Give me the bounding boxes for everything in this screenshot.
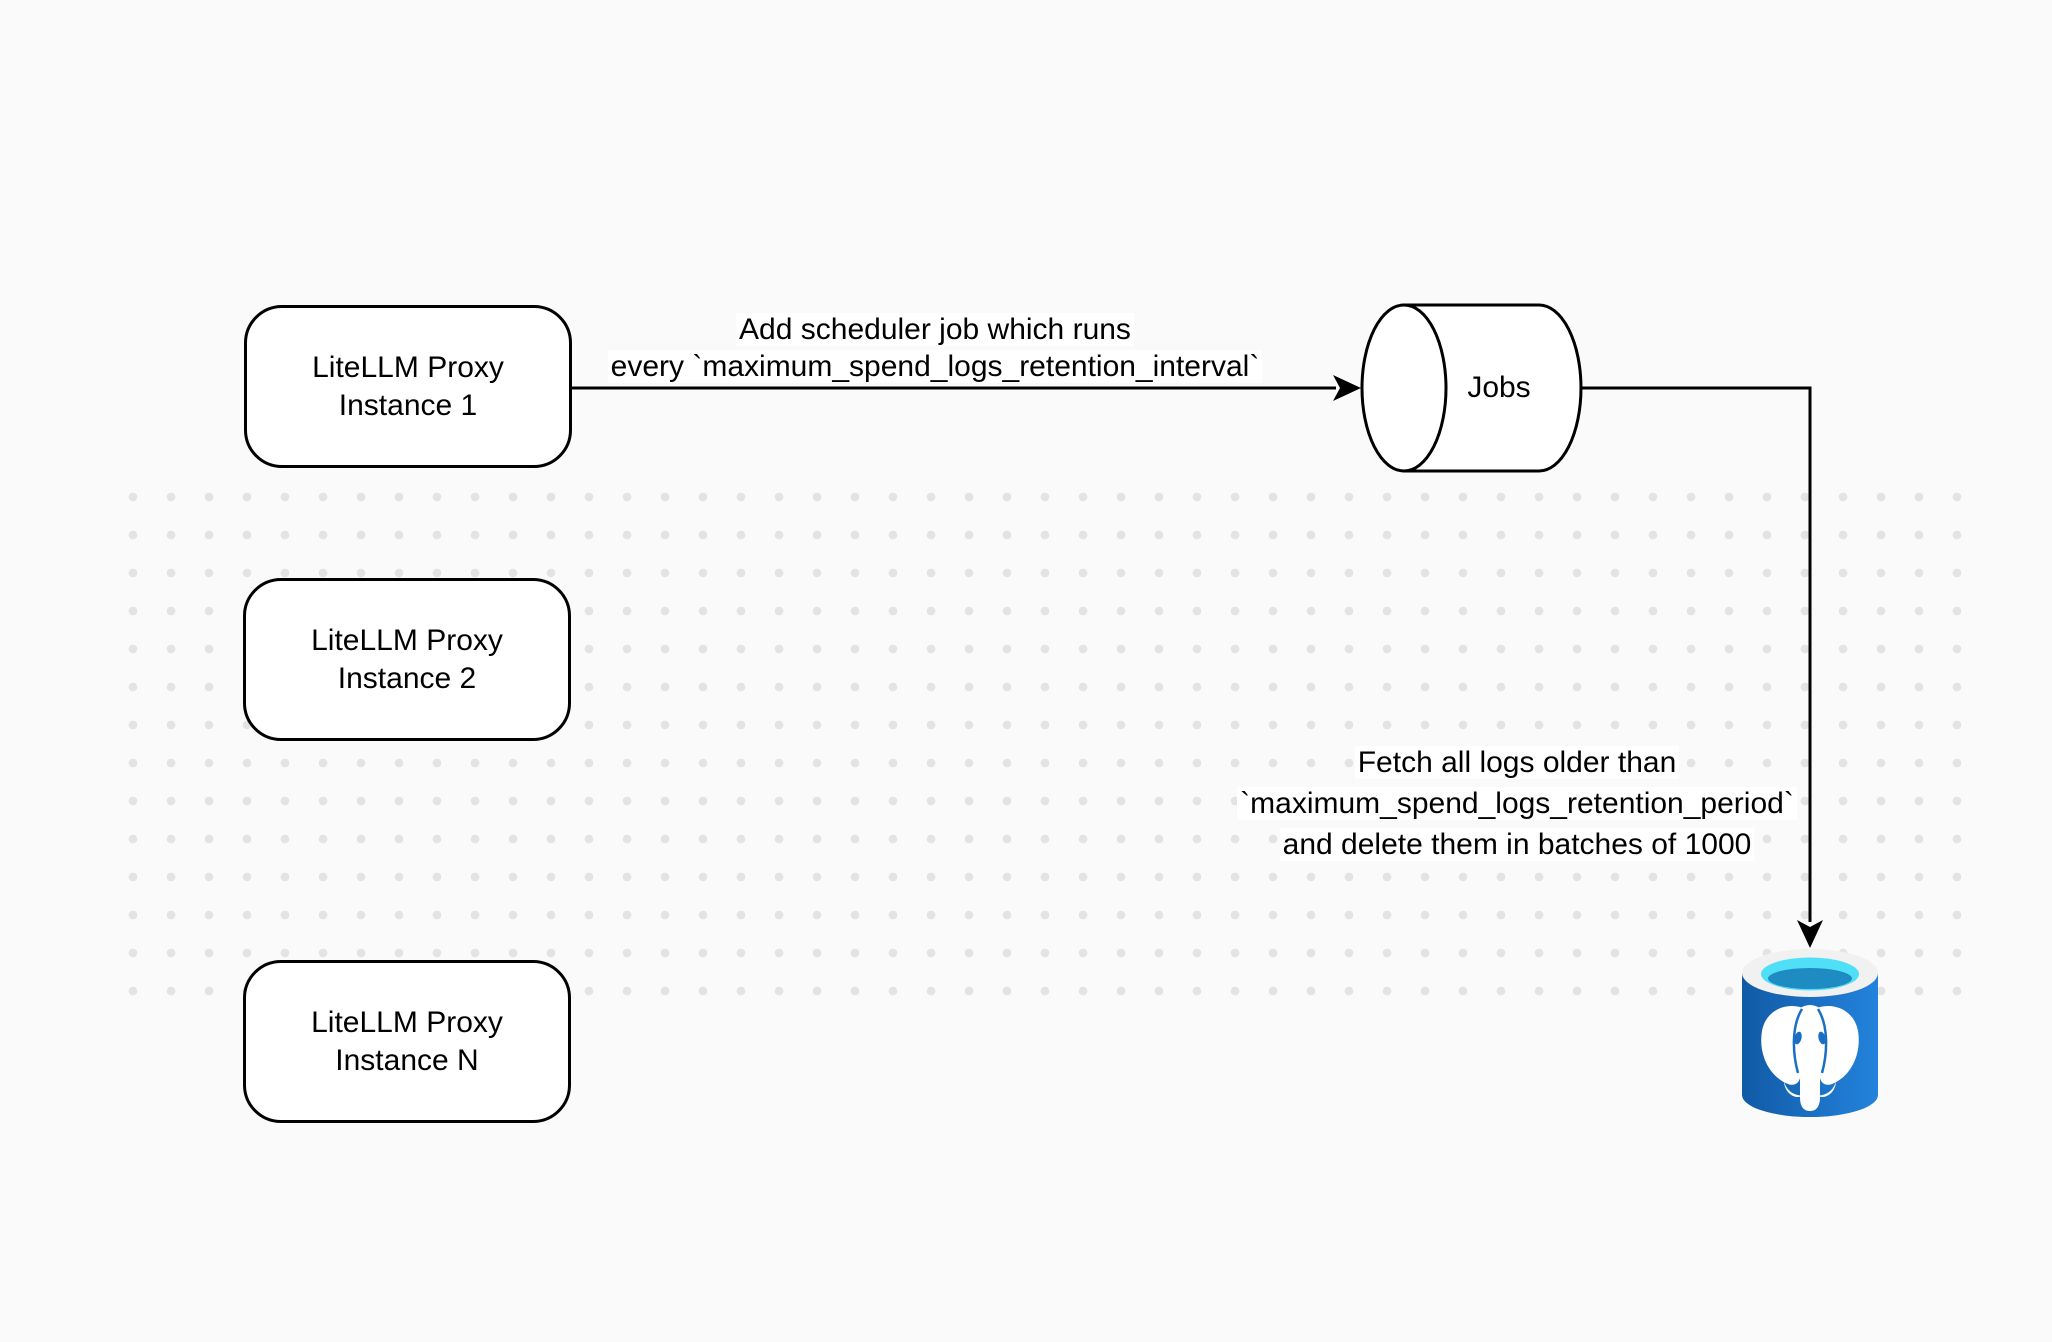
pg-opening-shadow — [1768, 968, 1852, 989]
pg-elephant-face-trunk — [1790, 1005, 1830, 1111]
cylinder-cap — [1360, 303, 1448, 473]
edge-label-scheduler-job: Add scheduler job which runs every `maxi… — [575, 311, 1295, 385]
node-label-line: Instance N — [335, 1043, 479, 1077]
node-label-line: LiteLLM Proxy — [311, 623, 503, 657]
node-label-line: Instance 2 — [337, 661, 477, 695]
pg-elephant-left-tusk — [1784, 1081, 1804, 1098]
edge-line — [1581, 386, 1812, 922]
node-litellm-proxy-instance-2: LiteLLM Proxy Instance 2 — [243, 578, 571, 741]
cylinder-body — [1402, 303, 1583, 473]
pg-elephant-face-lines — [1792, 1008, 1828, 1074]
node-label-line: LiteLLM Proxy — [311, 1005, 503, 1039]
edge-fetch-arrow — [1581, 386, 1823, 948]
edge-label-line: and delete them in batches of 1000 — [1279, 828, 1755, 861]
edge-scheduler-arrow — [570, 375, 1361, 401]
node-label-line: Instance 1 — [338, 388, 478, 422]
pg-elephant-left-eye — [1794, 1031, 1802, 1045]
dot-grid-background — [114, 478, 1976, 1010]
edge-label-line: every `maximum_spend_logs_retention_inte… — [607, 350, 1263, 383]
pg-elephant-right-eye — [1818, 1031, 1826, 1045]
edge-label-line: Add scheduler job which runs — [736, 313, 1134, 346]
edge-label-fetch-delete-logs: Fetch all logs older than `maximum_spend… — [1207, 742, 1827, 865]
node-jobs-label: Jobs — [1467, 371, 1531, 404]
arrowhead-down-icon — [1797, 920, 1823, 948]
node-litellm-proxy-instance-n: LiteLLM Proxy Instance N — [243, 960, 571, 1123]
edge-label-line: Fetch all logs older than — [1354, 746, 1680, 779]
edge-label-line: `maximum_spend_logs_retention_period` — [1237, 787, 1797, 820]
node-label-line: LiteLLM Proxy — [312, 350, 504, 384]
pg-elephant-eyes — [1794, 1031, 1826, 1045]
node-litellm-proxy-instance-1: LiteLLM Proxy Instance 1 — [244, 305, 572, 468]
pg-elephant-right-tusk — [1816, 1081, 1836, 1098]
node-jobs-cylinder — [1360, 303, 1583, 473]
postgresql-database-icon — [1742, 949, 1878, 1117]
arrowhead-right-icon — [1333, 375, 1361, 401]
